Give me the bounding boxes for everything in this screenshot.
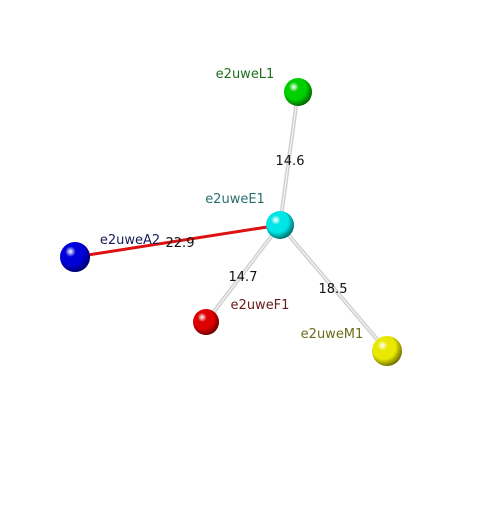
edge-label-e1-a2: 22.9	[166, 236, 195, 251]
edge-label-e1-m1: 18.5	[319, 282, 348, 297]
edge-label-e1-l1: 14.6	[276, 154, 305, 169]
node-label-a2: e2uweA2	[100, 233, 160, 248]
node-label-f1: e2uweF1	[231, 298, 290, 313]
node-shading	[193, 309, 219, 335]
node-shading	[372, 336, 402, 366]
edge-label-e1-f1: 14.7	[229, 270, 258, 285]
edge-highlight	[205, 224, 281, 323]
edge-highlight	[279, 224, 388, 352]
edges-layer	[73, 90, 389, 353]
node-shading	[266, 211, 294, 239]
edge-highlight	[279, 91, 299, 226]
node-labels-layer: e2uweE1 e2uweL1 e2uweA2 e2uweF1 e2uweM1	[100, 67, 363, 342]
node-label-e1: e2uweE1	[205, 192, 265, 207]
node-shading	[284, 78, 312, 106]
nodes-layer	[60, 78, 402, 366]
node-shading	[60, 242, 90, 272]
edge-labels-layer: 14.6 22.9 14.7 18.5	[166, 154, 348, 297]
node-label-l1: e2uweL1	[216, 67, 275, 82]
edge-e1-a2	[73, 223, 282, 259]
node-label-m1: e2uweM1	[301, 327, 364, 342]
